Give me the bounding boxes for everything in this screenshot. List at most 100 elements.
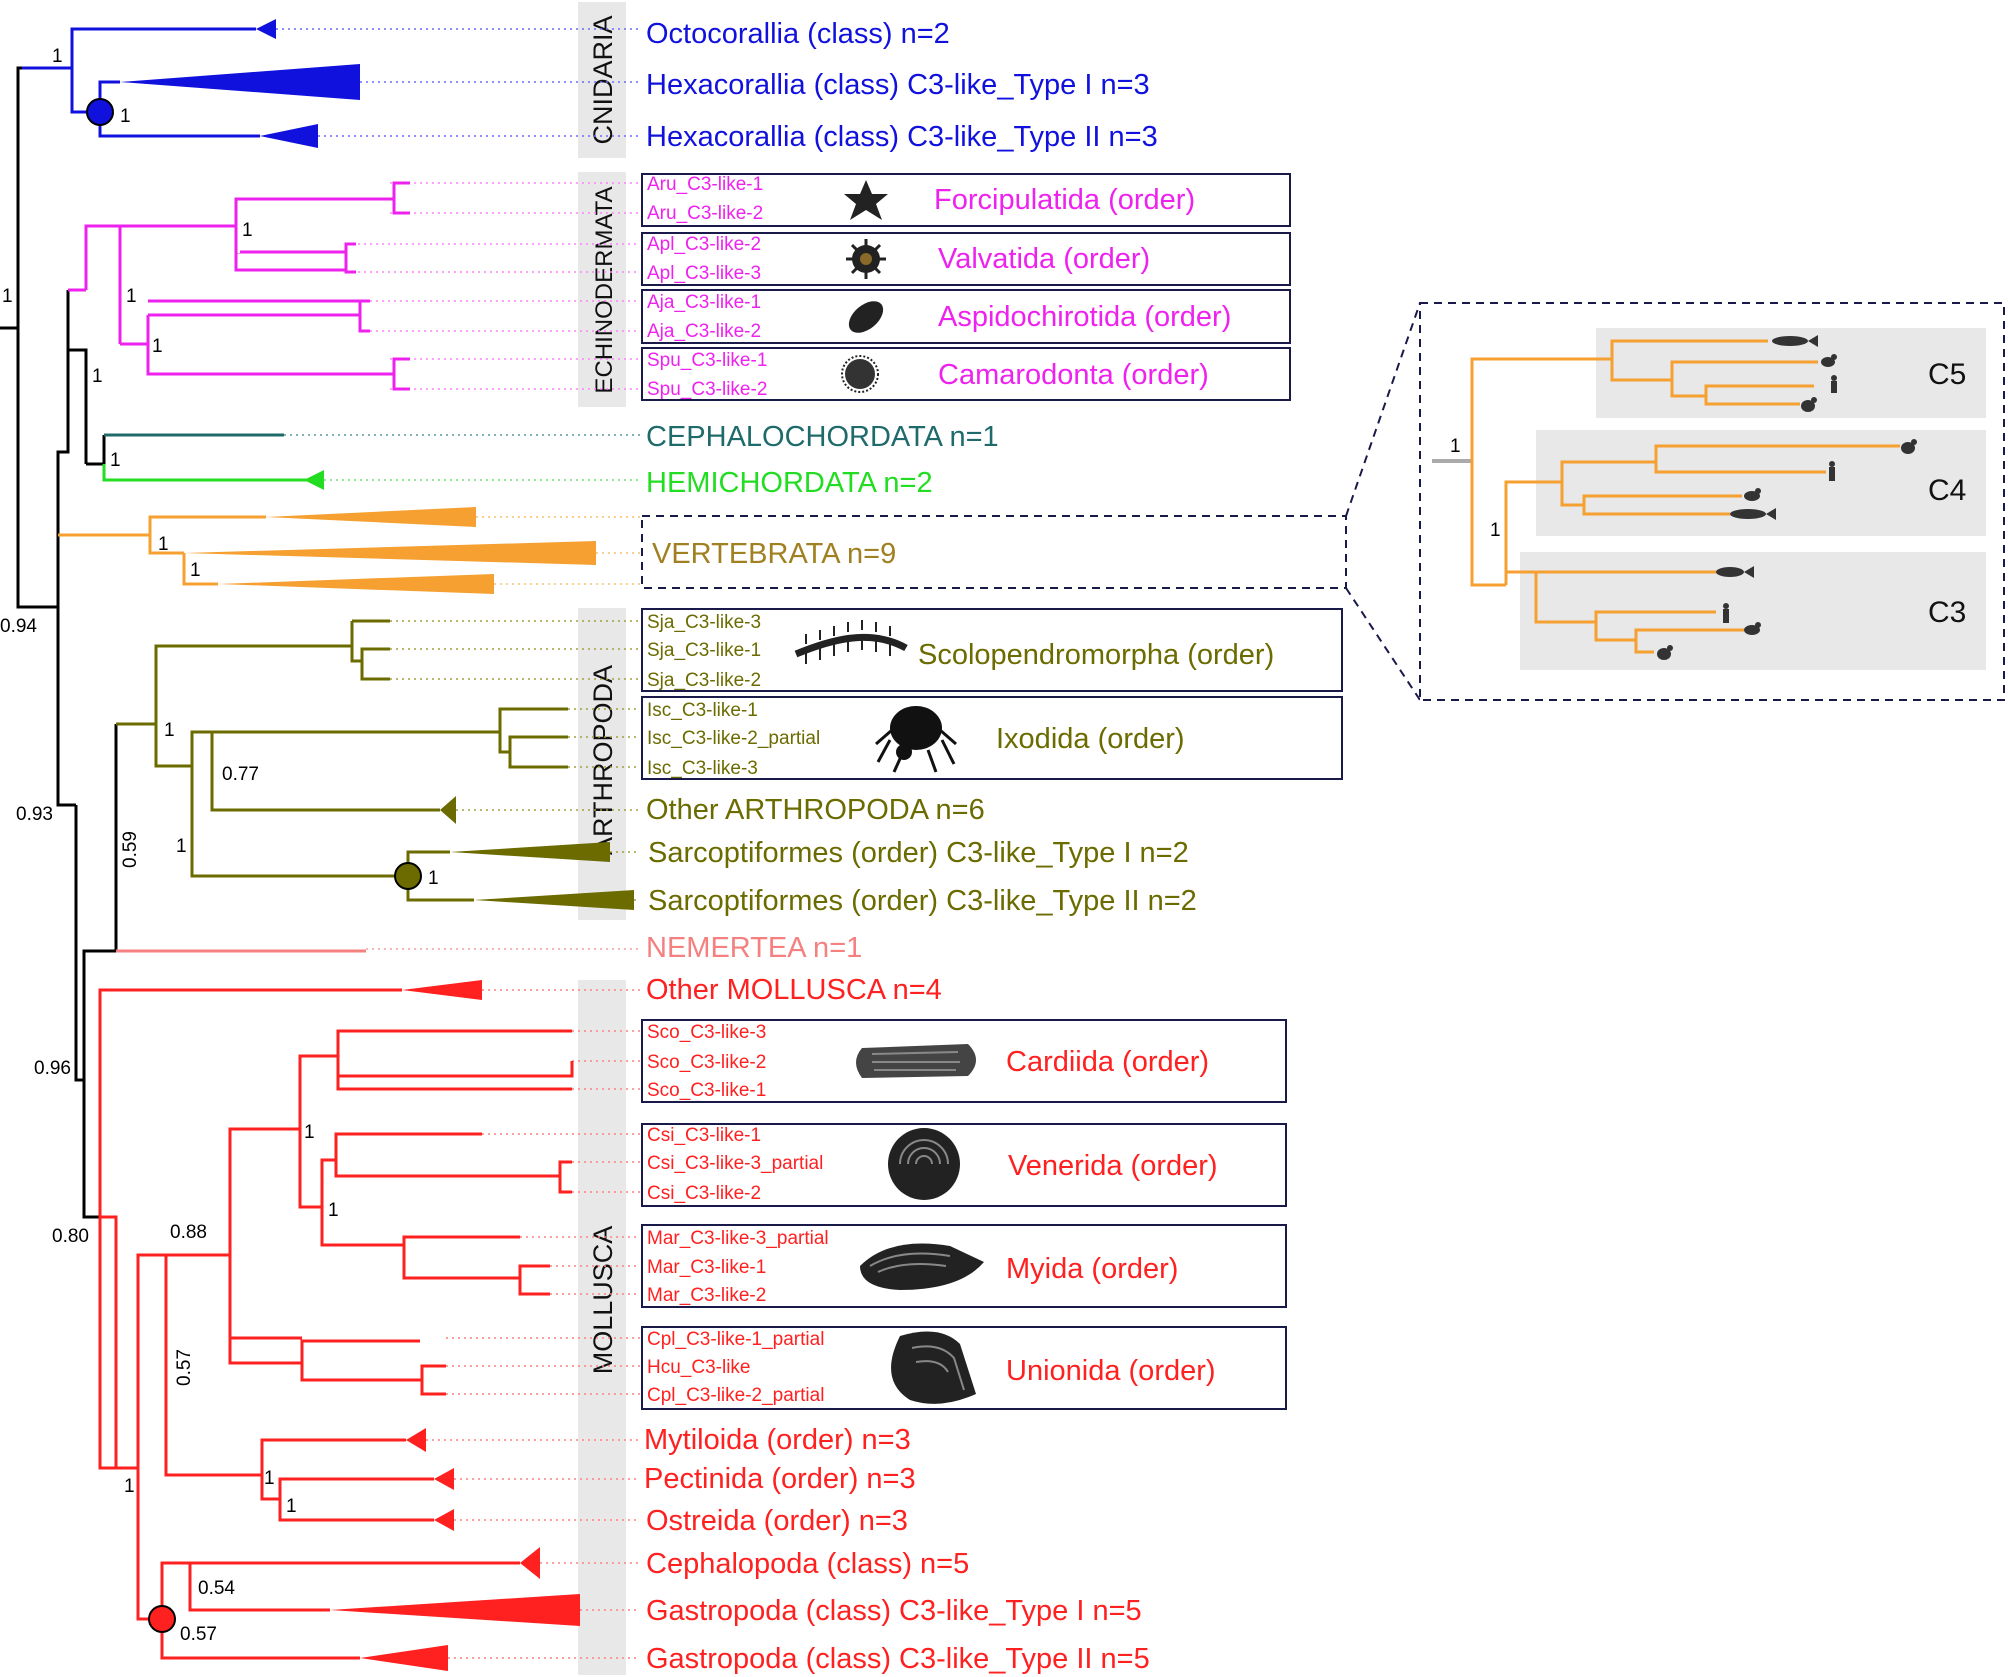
gene-label: Apl_C3-like-2 [647, 234, 761, 255]
phylum-label-cnidaria: CNIDARIA [588, 15, 618, 144]
gene-label: Sco_C3-like-2 [647, 1052, 766, 1073]
clade-label-sarcoptiformes-type1: Sarcoptiformes (order) C3-like_Type I n=… [648, 837, 1189, 869]
order-boxes [641, 173, 1343, 1410]
clam-shell-icon [888, 1128, 960, 1200]
vertebrata-collapsed-clades [184, 507, 596, 594]
clade-label-cephalochordata: CEPHALOCHORDATA n=1 [646, 421, 999, 453]
clade-label-pectinida: Pectinida (order) n=3 [644, 1463, 916, 1495]
tick-icon [875, 706, 957, 773]
gene-label: Isc_C3-like-1 [647, 700, 758, 721]
order-label-scolopendromorpha: Scolopendromorpha (order) [918, 639, 1274, 671]
support-value: 0.93 [16, 804, 53, 825]
sarcoptiformes-node-marker [394, 862, 422, 890]
gene-label: Hcu_C3-like [647, 1357, 750, 1378]
sea-urchin-icon [841, 355, 879, 393]
gene-label: Csi_C3-like-1 [647, 1125, 761, 1146]
vertebrata-dashed-box [641, 515, 1347, 589]
mollusca-branches [98, 988, 574, 1660]
zoom-connector-lines [1345, 302, 1421, 701]
order-label-forcipulatida: Forcipulatida (order) [934, 184, 1195, 216]
echinodermata-leaves [148, 181, 410, 391]
cnidaria-collapsed-clades [120, 19, 360, 148]
support-value: 1 [120, 106, 131, 127]
order-label-myida: Myida (order) [1006, 1253, 1178, 1285]
clade-label-mytiloida: Mytiloida (order) n=3 [644, 1424, 911, 1456]
support-value: 1 [164, 720, 175, 741]
gene-label: Mar_C3-like-3_partial [647, 1228, 829, 1249]
support-value: 1 [190, 560, 201, 581]
support-value: 0.54 [198, 1578, 235, 1599]
support-value: 0.77 [222, 764, 259, 785]
clade-label-gastropoda-type1: Gastropoda (class) C3-like_Type I n=5 [646, 1595, 1142, 1627]
mollusca-band [578, 980, 626, 1675]
order-label-ixodida: Ixodida (order) [996, 723, 1185, 755]
phylum-bands [578, 2, 626, 1675]
support-value: 1 [264, 1468, 275, 1489]
support-value: 1 [1490, 520, 1501, 541]
clade-label-hemichordata: HEMICHORDATA n=2 [646, 467, 933, 499]
gene-label: Cpl_C3-like-1_partial [647, 1329, 824, 1350]
clade-label-vertebrata: VERTEBRATA n=9 [652, 538, 896, 570]
gene-label: Mar_C3-like-1 [647, 1257, 766, 1278]
fish-icon [1772, 335, 1818, 347]
inset-icons [1657, 335, 1917, 660]
clade-label-hexacorallia-type2: Hexacorallia (class) C3-like_Type II n=3 [646, 121, 1158, 153]
support-values: 1 1 1 1 1 1 1 1 0.94 1 1 0.93 1 0.77 1 1… [0, 46, 439, 1645]
clade-label-cephalopoda: Cephalopoda (class) n=5 [646, 1548, 969, 1580]
support-value: 1 [92, 366, 103, 387]
support-value: 0.80 [52, 1226, 89, 1247]
arthropoda-band [578, 608, 626, 920]
echinodermata-band [578, 172, 626, 407]
support-value: 1 [242, 220, 253, 241]
cnidaria-band [578, 2, 626, 158]
human-icon [1723, 603, 1729, 623]
hemichordata-branch [102, 464, 308, 482]
gene-label: Mar_C3-like-2 [647, 1285, 766, 1306]
support-value: 0.94 [0, 616, 37, 637]
gene-label: Sja_C3-like-2 [647, 670, 761, 691]
clade-label-ostreida: Ostreida (order) n=3 [646, 1505, 908, 1537]
gene-label: Cpl_C3-like-2_partial [647, 1385, 824, 1406]
cockle-shell-icon [856, 1044, 976, 1078]
support-value: 0.57 [174, 1349, 195, 1386]
gene-label: Sco_C3-like-1 [647, 1080, 766, 1101]
soft-shell-clam-icon [860, 1243, 984, 1290]
support-value: 1 [152, 336, 163, 357]
inset-branches [1470, 339, 1900, 654]
order-label-camarodonta: Camarodonta (order) [938, 359, 1209, 391]
gene-label: Sco_C3-like-3 [647, 1022, 766, 1043]
support-value: 1 [328, 1200, 339, 1221]
fish-icon [1716, 566, 1754, 578]
fish-icon [1730, 508, 1776, 520]
clade-label-octocorallia: Octocorallia (class) n=2 [646, 18, 950, 50]
gene-label: Aja_C3-like-1 [647, 292, 761, 313]
echino-clean-branches [120, 197, 394, 272]
echinodermata-branches [68, 183, 390, 376]
support-value: 1 [124, 1476, 135, 1497]
order-label-venerida: Venerida (order) [1008, 1150, 1218, 1182]
support-value: 1 [286, 1496, 297, 1517]
gene-label: Isc_C3-like-3 [647, 758, 758, 779]
sea-cucumber-icon [848, 301, 884, 333]
chicken-icon [1801, 397, 1817, 412]
clade-label-nemertea: NEMERTEA n=1 [646, 932, 862, 964]
phylum-label-arthropoda: ARTHROPODA [588, 665, 618, 855]
sea-star-spiny-icon [846, 239, 886, 279]
support-value: 1 [110, 450, 121, 471]
starfish-icon [844, 180, 888, 220]
human-icon [1831, 375, 1837, 393]
clade-label-gastropoda-type2: Gastropoda (class) C3-like_Type II n=5 [646, 1643, 1150, 1675]
support-value: 0.57 [180, 1624, 217, 1645]
backbone-branches [0, 66, 118, 1219]
centipede-icon [794, 620, 908, 664]
gene-label: Apl_C3-like-3 [647, 263, 761, 284]
frog-icon [1744, 622, 1761, 635]
support-value: 1 [1450, 436, 1461, 457]
arthropoda-collapsed-clades [440, 796, 634, 910]
support-value: 1 [176, 836, 187, 857]
cnidaria-node-marker [86, 98, 114, 126]
gene-label: Sja_C3-like-1 [647, 640, 761, 661]
gene-label: Spu_C3-like-1 [647, 350, 767, 371]
